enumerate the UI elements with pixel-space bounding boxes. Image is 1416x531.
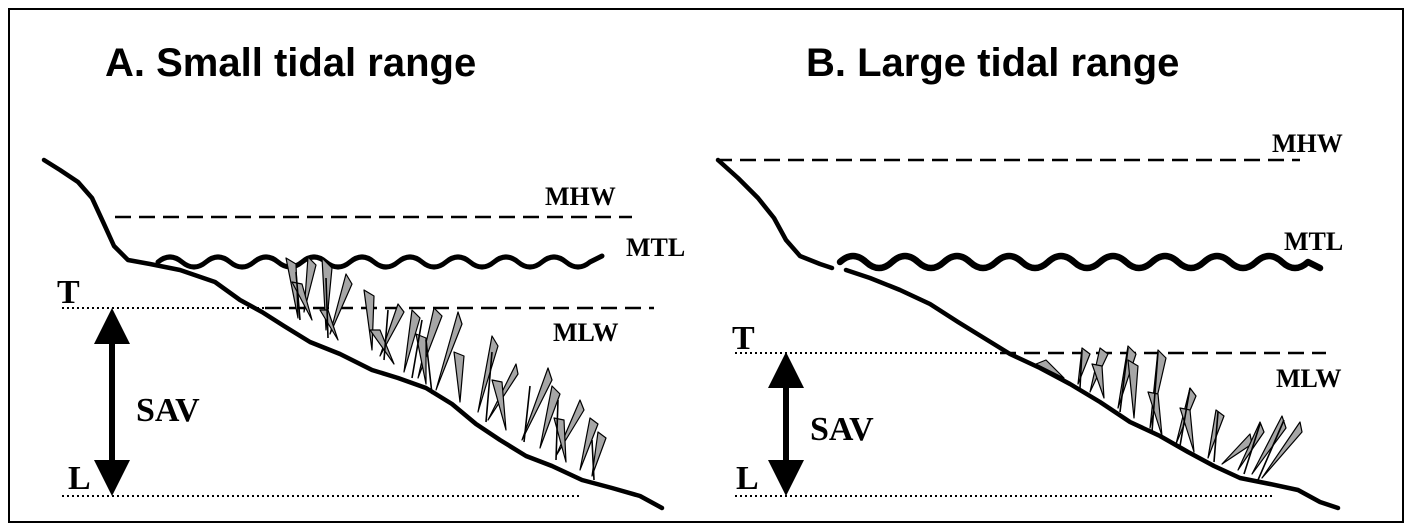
panel-a-vegetation [285,256,607,481]
panel-a-mhw-label: MHW [545,182,616,211]
panel-a-sav-label: SAV [136,392,200,429]
panel-a: A. Small tidal range MHW MTL MLW T L SAV [41,41,685,511]
panel-b-vegetation [1035,345,1303,481]
panel-b: B. Large tidal range MHW MTL MLW T L SAV [715,41,1343,511]
panel-a-mlw-label: MLW [553,318,619,347]
panel-b-t-label: T [732,320,755,357]
panel-a-mtl-waterline [155,253,605,270]
panel-b-mtl-label: MTL [1284,227,1343,256]
panel-b-seabed [715,157,1341,511]
panel-b-title: B. Large tidal range [806,41,1179,85]
panel-b-l-label: L [736,460,759,497]
panel-b-mlw-label: MLW [1276,364,1342,393]
panel-a-l-label: L [68,460,91,497]
panel-a-title: A. Small tidal range [105,41,476,85]
panel-b-mhw-label: MHW [1272,129,1343,158]
panel-b-mtl-waterline [836,252,1324,272]
panel-a-t-label: T [57,274,80,311]
panel-a-mtl-label: MTL [626,233,685,262]
panel-b-sav-label: SAV [810,411,874,448]
panel-a-seabed [41,157,665,511]
